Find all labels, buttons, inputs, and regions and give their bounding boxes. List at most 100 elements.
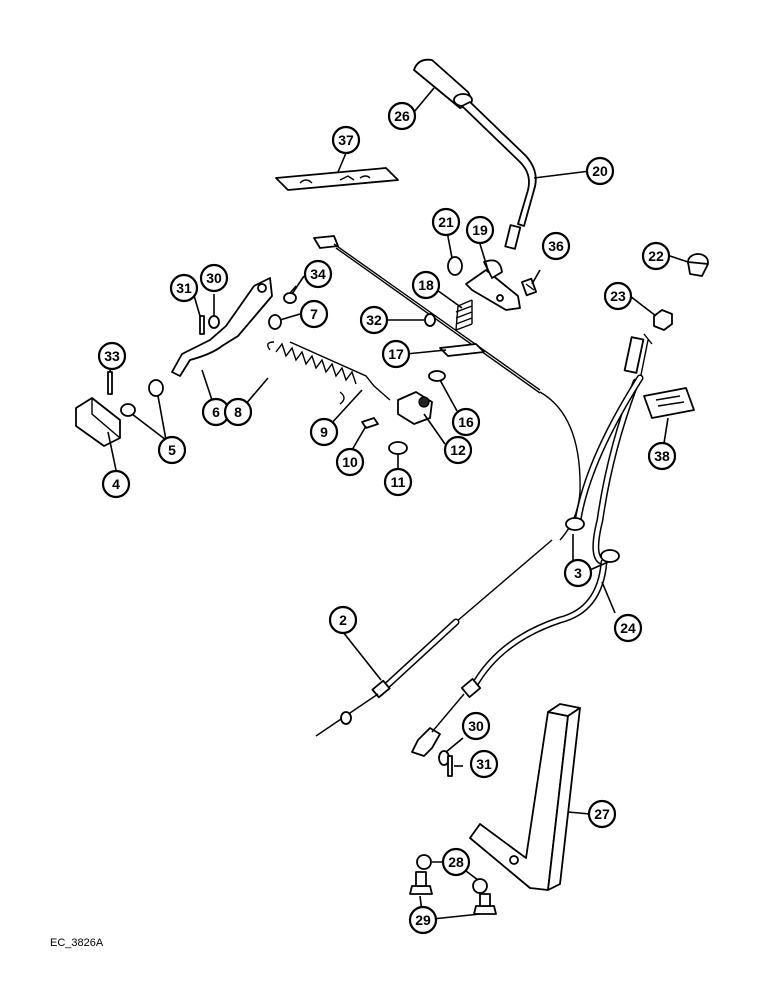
washer-small <box>388 441 408 455</box>
callout-37: 37 <box>331 125 361 155</box>
callout-32: 32 <box>359 305 389 335</box>
svg-text:26: 26 <box>394 108 410 124</box>
svg-text:37: 37 <box>338 132 354 148</box>
callout-3: 3 <box>563 558 593 588</box>
callout-24: 24 <box>613 613 643 643</box>
washer-upper <box>208 315 220 329</box>
callout-38: 38 <box>647 441 677 471</box>
flat-washer <box>428 370 446 382</box>
reference-code: EC_3826A <box>50 937 104 949</box>
svg-text:36: 36 <box>548 238 564 254</box>
bushing <box>447 256 463 276</box>
throttle-cable <box>315 391 581 737</box>
link-plate <box>439 343 485 357</box>
pivot-block <box>397 391 433 425</box>
callout-27: 27 <box>587 799 617 829</box>
control-cable-sheathed <box>411 333 653 757</box>
svg-text:7: 7 <box>310 306 318 322</box>
svg-text:29: 29 <box>415 912 431 928</box>
svg-text:23: 23 <box>610 288 626 304</box>
svg-text:10: 10 <box>342 454 358 470</box>
decal-label <box>643 387 695 419</box>
fitting-pair <box>120 379 164 417</box>
callout-18: 18 <box>411 270 441 300</box>
svg-text:31: 31 <box>176 280 192 296</box>
svg-text:32: 32 <box>366 312 382 328</box>
callout-17: 17 <box>381 339 411 369</box>
svg-text:5: 5 <box>168 442 176 458</box>
callout-12: 12 <box>443 435 473 465</box>
callout-8: 8 <box>223 397 253 427</box>
callout-31-upper: 31 <box>169 273 199 303</box>
svg-text:18: 18 <box>418 277 434 293</box>
svg-text:22: 22 <box>648 248 664 264</box>
lever-rod <box>461 101 537 250</box>
svg-text:3: 3 <box>574 565 582 581</box>
svg-text:31: 31 <box>476 756 492 772</box>
mounting-bracket <box>469 703 581 891</box>
grommet-right <box>600 549 620 563</box>
control-knob <box>687 253 709 277</box>
callout-21: 21 <box>431 207 461 237</box>
svg-text:4: 4 <box>112 476 120 492</box>
callout-11: 11 <box>383 467 413 497</box>
callout-22: 22 <box>641 241 671 271</box>
callout-28: 28 <box>441 847 471 877</box>
parts-drawing <box>75 58 709 915</box>
svg-text:30: 30 <box>206 270 222 286</box>
lock-washer-bottom <box>472 878 488 894</box>
cap-screw-left <box>409 871 433 895</box>
svg-text:8: 8 <box>234 404 242 420</box>
svg-text:6: 6 <box>212 404 220 420</box>
callout-34: 34 <box>303 259 333 289</box>
svg-text:27: 27 <box>594 806 610 822</box>
washer <box>424 313 436 327</box>
bent-link-rod <box>289 341 391 401</box>
grommet-left <box>565 517 585 531</box>
svg-text:11: 11 <box>391 474 406 490</box>
svg-text:28: 28 <box>448 854 464 870</box>
callout-30-upper: 30 <box>199 263 229 293</box>
callout-33: 33 <box>97 341 127 371</box>
callouts: 2 3 4 5 6 7 8 9 10 11 12 16 17 18 19 20 … <box>97 101 677 935</box>
control-rod <box>313 235 541 394</box>
svg-text:24: 24 <box>620 620 636 636</box>
tension-spring <box>267 341 357 405</box>
cotter-pin-upper <box>199 315 205 335</box>
callout-16: 16 <box>451 407 481 437</box>
svg-text:2: 2 <box>339 612 347 628</box>
retaining-clip <box>361 417 379 429</box>
callout-31-lower: 31 <box>469 749 499 779</box>
callout-26: 26 <box>387 101 417 131</box>
callout-4: 4 <box>101 469 131 499</box>
lock-washer-top <box>416 854 432 870</box>
svg-text:20: 20 <box>592 163 608 179</box>
svg-text:38: 38 <box>654 448 670 464</box>
small-bolt <box>283 285 297 304</box>
compression-spring <box>455 299 473 331</box>
roll-pin <box>107 371 113 395</box>
svg-text:12: 12 <box>450 442 466 458</box>
svg-text:34: 34 <box>310 266 326 282</box>
svg-text:17: 17 <box>388 346 404 362</box>
callout-5: 5 <box>157 435 187 465</box>
svg-text:33: 33 <box>104 348 120 364</box>
callout-2: 2 <box>328 605 358 635</box>
callout-23: 23 <box>603 281 633 311</box>
svg-text:9: 9 <box>320 424 328 440</box>
callout-19: 19 <box>465 215 495 245</box>
mounting-block <box>75 397 121 447</box>
lever-bracket <box>465 259 521 311</box>
clevis-pin <box>268 314 282 330</box>
cotter-pin-lower <box>447 755 453 777</box>
callout-7: 7 <box>299 299 329 329</box>
callout-30-lower: 30 <box>461 711 491 741</box>
svg-text:21: 21 <box>438 214 454 230</box>
callout-10: 10 <box>335 447 365 477</box>
callout-29: 29 <box>408 905 438 935</box>
lever-arm <box>171 277 273 377</box>
svg-text:16: 16 <box>458 414 474 430</box>
hex-nut <box>653 309 673 331</box>
svg-text:30: 30 <box>468 718 484 734</box>
svg-text:19: 19 <box>472 222 488 238</box>
